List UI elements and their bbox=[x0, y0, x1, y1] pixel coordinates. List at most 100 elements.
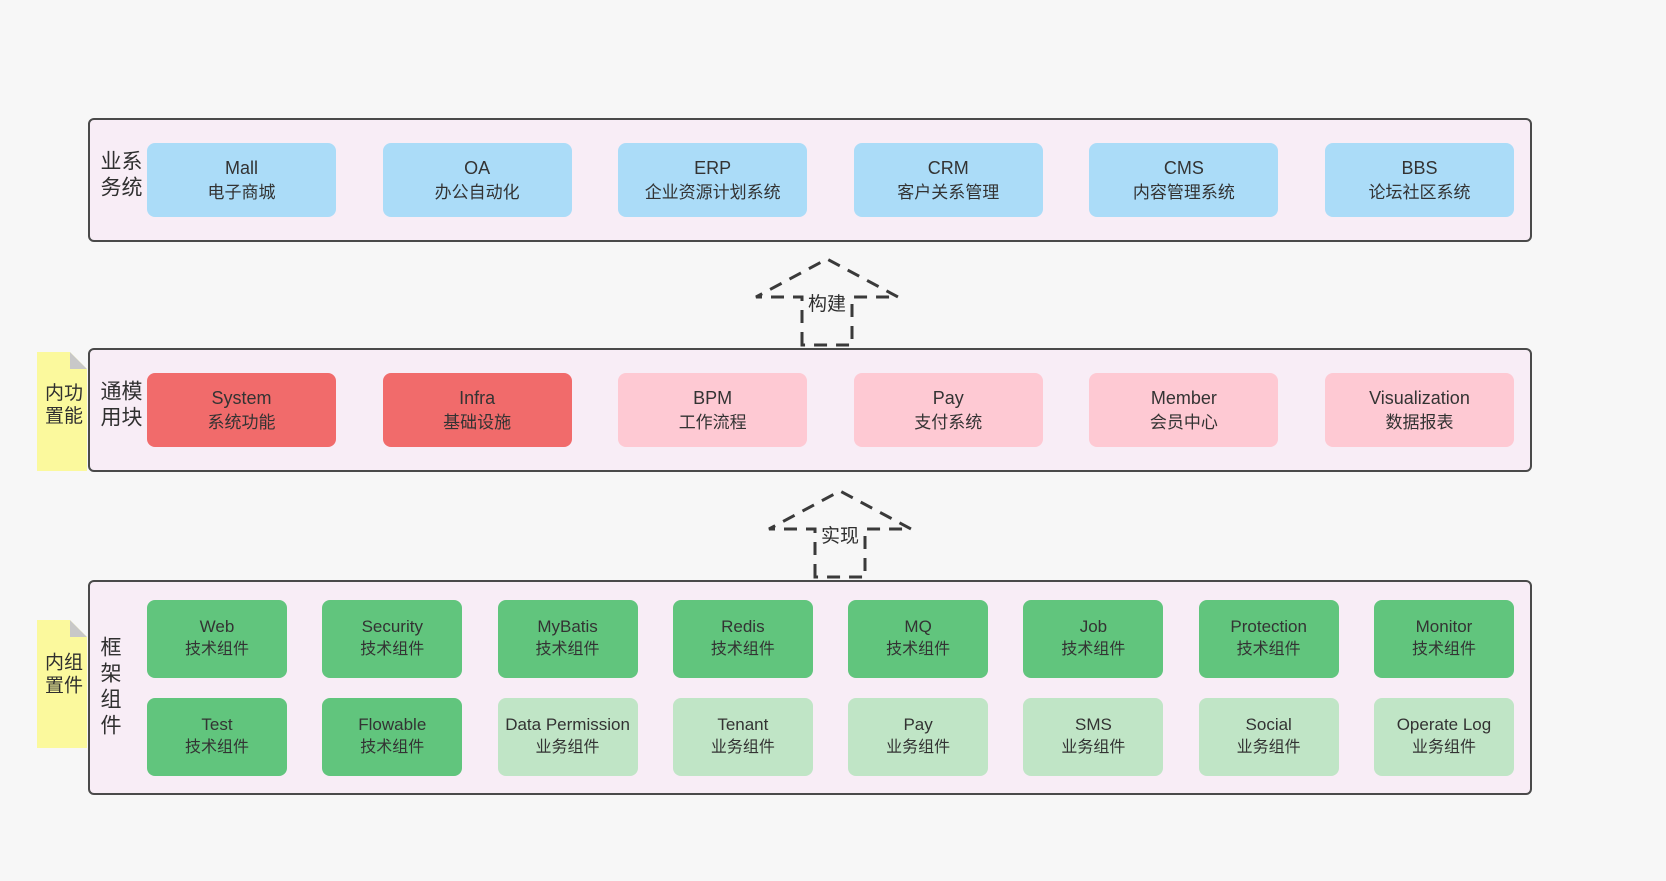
note-built-in-components: 内置组件 bbox=[37, 620, 87, 748]
box-erp: ERP 企业资源计划系统 bbox=[618, 143, 808, 217]
box-subtitle: 客户关系管理 bbox=[897, 182, 1000, 202]
box-title: Pay bbox=[903, 715, 933, 735]
box-data-permission: Data Permission 业务组件 bbox=[497, 697, 638, 776]
note-text: 内置组件 bbox=[42, 652, 82, 698]
box-subtitle: 技术组件 bbox=[1236, 641, 1301, 659]
box-subtitle: 技术组件 bbox=[710, 641, 775, 659]
box-subtitle: 业务组件 bbox=[1411, 739, 1476, 757]
arrow-implement: 实现 bbox=[765, 487, 915, 579]
box-visualization: Visualization 数据报表 bbox=[1324, 373, 1514, 447]
box-title: SMS bbox=[1074, 715, 1112, 735]
box-subtitle: 系统功能 bbox=[207, 412, 276, 432]
box-mybatis: MyBatis 技术组件 bbox=[497, 599, 638, 678]
box-protection: Protection 技术组件 bbox=[1198, 599, 1339, 678]
box-oa: OA 办公自动化 bbox=[382, 143, 572, 217]
box-subtitle: 业务组件 bbox=[1061, 739, 1126, 757]
box-title: Redis bbox=[721, 617, 765, 637]
box-subtitle: 办公自动化 bbox=[434, 182, 520, 202]
arrow-implement-label: 实现 bbox=[817, 520, 863, 549]
band-label-business-systems: 业务系统 bbox=[98, 150, 142, 202]
box-subtitle: 论坛社区系统 bbox=[1368, 182, 1471, 202]
box-subtitle: 电子商城 bbox=[207, 182, 276, 202]
box-security: Security 技术组件 bbox=[322, 599, 463, 678]
box-title: ERP bbox=[694, 157, 732, 178]
box-operate-log: Operate Log 业务组件 bbox=[1373, 697, 1514, 776]
box-subtitle: 业务组件 bbox=[1236, 739, 1301, 757]
box-job: Job 技术组件 bbox=[1023, 599, 1164, 678]
box-title: Infra bbox=[459, 387, 496, 408]
box-subtitle: 业务组件 bbox=[710, 739, 775, 757]
box-member: Member 会员中心 bbox=[1089, 373, 1279, 447]
box-mall: Mall 电子商城 bbox=[147, 143, 336, 217]
box-subtitle: 技术组件 bbox=[360, 739, 425, 757]
box-subtitle: 基础设施 bbox=[443, 412, 512, 432]
box-title: Data Permission bbox=[505, 715, 630, 735]
box-title: Operate Log bbox=[1396, 715, 1492, 735]
band-framework-components-content: Web 技术组件 Security 技术组件 MyBatis 技术组件 Redi… bbox=[147, 582, 1514, 793]
box-title: Member bbox=[1150, 387, 1217, 408]
note-text: 内置功能 bbox=[42, 381, 82, 428]
box-title: Test bbox=[201, 715, 233, 735]
arrow-build: 构建 bbox=[752, 255, 902, 347]
box-title: System bbox=[211, 387, 272, 408]
box-title: BPM bbox=[693, 387, 733, 408]
box-bbs: BBS 论坛社区系统 bbox=[1324, 143, 1514, 217]
box-subtitle: 工作流程 bbox=[678, 412, 747, 432]
box-subtitle: 内容管理系统 bbox=[1132, 182, 1235, 202]
box-title: BBS bbox=[1401, 157, 1438, 178]
box-social: Social 业务组件 bbox=[1198, 697, 1339, 776]
box-subtitle: 业务组件 bbox=[886, 739, 951, 757]
box-title: Job bbox=[1079, 617, 1108, 637]
box-flowable: Flowable 技术组件 bbox=[322, 697, 463, 776]
dashed-up-arrow-icon bbox=[768, 489, 912, 579]
band-framework-components: 框架组件 Web 技术组件 Security 技术组件 MyBatis 技术组件… bbox=[88, 580, 1532, 795]
box-mq: MQ 技术组件 bbox=[848, 599, 989, 678]
box-subtitle: 企业资源计划系统 bbox=[644, 182, 781, 202]
band-business-systems: 业务系统 Mall 电子商城 OA 办公自动化 ERP 企业资源计划系统 CRM… bbox=[88, 118, 1532, 242]
box-title: Security bbox=[361, 617, 423, 637]
box-subtitle: 技术组件 bbox=[184, 641, 249, 659]
band-label-common-modules: 通用模块 bbox=[98, 380, 142, 432]
box-redis: Redis 技术组件 bbox=[672, 599, 813, 678]
box-sms: SMS 业务组件 bbox=[1023, 697, 1164, 776]
box-title: CMS bbox=[1163, 157, 1204, 178]
box-title: Social bbox=[1245, 715, 1292, 735]
note-fold-corner-icon bbox=[70, 352, 87, 369]
band-common-modules: 通用模块 System 系统功能 Infra 基础设施 BPM 工作流程 Pay… bbox=[88, 348, 1532, 472]
box-subtitle: 业务组件 bbox=[535, 739, 600, 757]
box-monitor: Monitor 技术组件 bbox=[1373, 599, 1514, 678]
box-cms: CMS 内容管理系统 bbox=[1089, 143, 1279, 217]
box-title: Web bbox=[199, 617, 235, 637]
box-subtitle: 支付系统 bbox=[914, 412, 983, 432]
box-bpm: BPM 工作流程 bbox=[618, 373, 808, 447]
box-subtitle: 技术组件 bbox=[184, 739, 249, 757]
box-web: Web 技术组件 bbox=[147, 599, 287, 678]
framework-components-row-2: Test 技术组件 Flowable 技术组件 Data Permission … bbox=[147, 697, 1514, 776]
box-title: CRM bbox=[927, 157, 969, 178]
dashed-up-arrow-icon bbox=[755, 257, 899, 347]
box-subtitle: 技术组件 bbox=[1061, 641, 1126, 659]
box-subtitle: 技术组件 bbox=[1411, 641, 1476, 659]
framework-components-row-1: Web 技术组件 Security 技术组件 MyBatis 技术组件 Redi… bbox=[147, 599, 1514, 678]
note-built-in-features: 内置功能 bbox=[37, 352, 87, 471]
box-subtitle: 会员中心 bbox=[1149, 412, 1218, 432]
note-fold-corner-icon bbox=[70, 620, 87, 637]
box-title: MyBatis bbox=[537, 617, 598, 637]
box-infra: Infra 基础设施 bbox=[382, 373, 572, 447]
box-title: Protection bbox=[1230, 617, 1307, 637]
box-subtitle: 数据报表 bbox=[1385, 412, 1454, 432]
box-title: Monitor bbox=[1415, 617, 1473, 637]
box-subtitle: 技术组件 bbox=[886, 641, 951, 659]
box-pay-component: Pay 业务组件 bbox=[848, 697, 989, 776]
box-title: Flowable bbox=[358, 715, 427, 735]
box-system: System 系统功能 bbox=[147, 373, 336, 447]
arrow-build-label: 构建 bbox=[804, 288, 850, 317]
box-title: OA bbox=[464, 157, 491, 178]
box-crm: CRM 客户关系管理 bbox=[853, 143, 1043, 217]
box-title: MQ bbox=[904, 617, 932, 637]
box-title: Pay bbox=[932, 387, 964, 408]
box-subtitle: 技术组件 bbox=[360, 641, 425, 659]
box-title: Tenant bbox=[717, 715, 769, 735]
band-common-modules-content: System 系统功能 Infra 基础设施 BPM 工作流程 Pay 支付系统… bbox=[147, 350, 1514, 470]
band-business-systems-content: Mall 电子商城 OA 办公自动化 ERP 企业资源计划系统 CRM 客户关系… bbox=[147, 120, 1514, 240]
